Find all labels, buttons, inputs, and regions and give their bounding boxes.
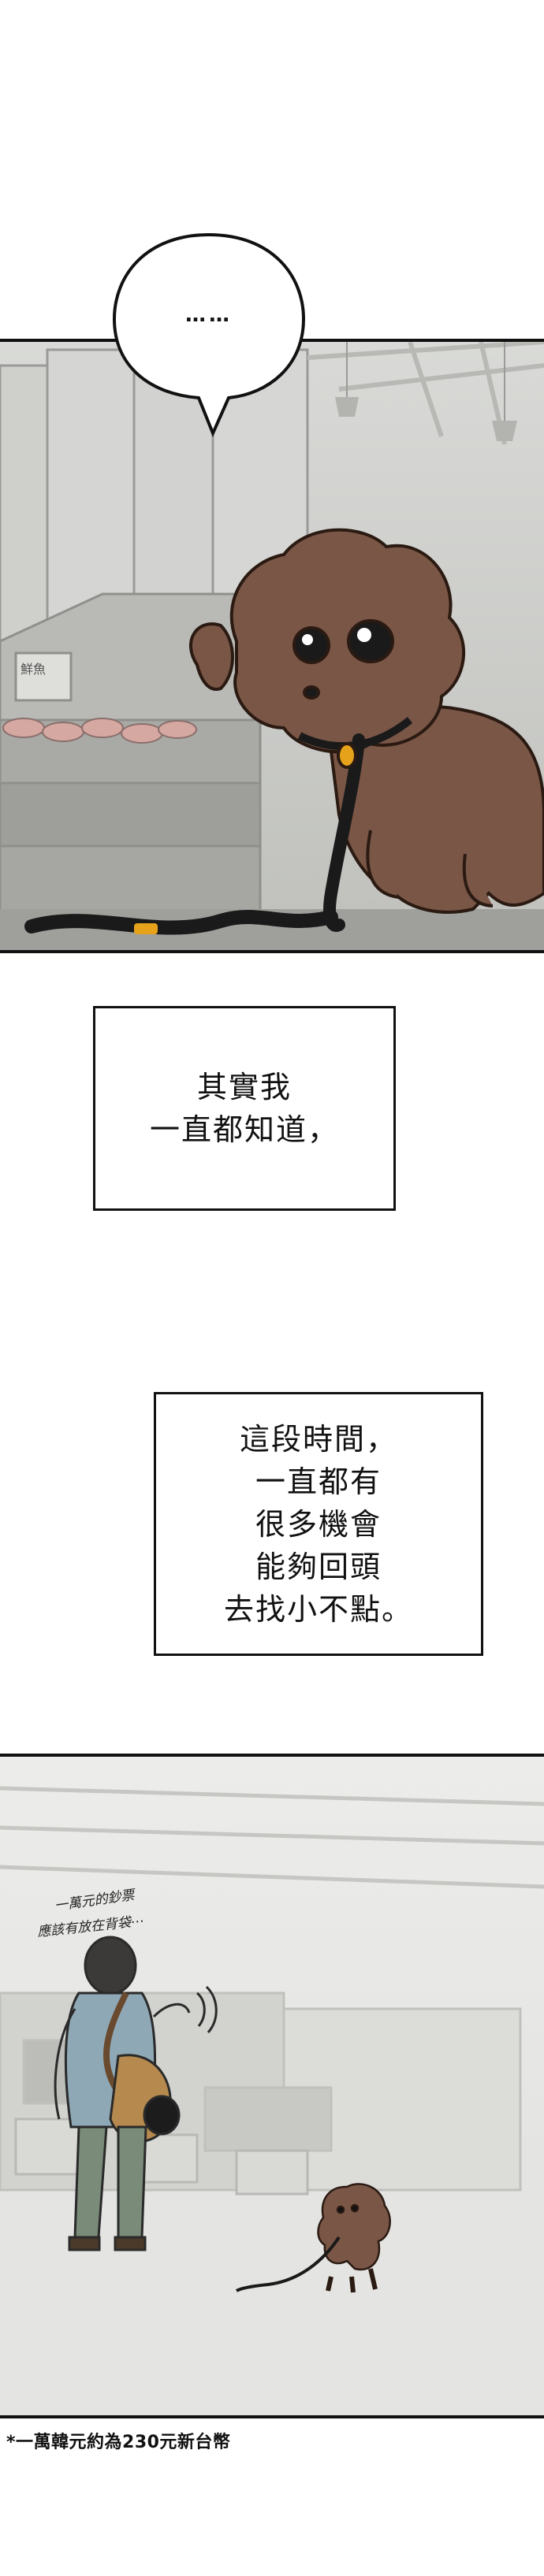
narration-line: 能夠回頭: [255, 1549, 382, 1584]
leash-clip: [134, 923, 158, 934]
speech-bubble-shape: [112, 232, 306, 438]
leash-on-floor: [24, 910, 338, 935]
market-sign-text: 鮮魚: [20, 662, 47, 677]
dog-leash: [235, 2236, 341, 2292]
panel-1-illustration: [0, 342, 544, 950]
speech-bubble: ……: [110, 228, 307, 441]
comic-panel-2: 一萬元的鈔票 應該有放在背袋⋯: [0, 1754, 544, 2418]
narration-box-2: 這段時間， 一直都有 很多機會 能夠回頭 去找小不點。: [154, 1392, 483, 1656]
narration-line: 很多機會: [255, 1506, 382, 1542]
poodle-dog: [188, 528, 544, 932]
narration-line: 這段時間，: [239, 1421, 397, 1457]
small-poodle: [317, 2183, 391, 2293]
footnote: *一萬韓元約為230元新台幣: [6, 2433, 231, 2452]
narration-line: 一直都知道，: [149, 1112, 339, 1147]
roof-structure: [0, 1786, 544, 1889]
hanging-lamp: [335, 342, 517, 441]
narration-line: 其實我: [196, 1070, 292, 1104]
person-walking-away: [54, 1936, 218, 2251]
speech-bubble-text: ……: [185, 303, 233, 327]
narration-line: 一直都有: [255, 1464, 382, 1499]
panel-2-illustration: 一萬元的鈔票 應該有放在背袋⋯: [0, 1757, 544, 2415]
narration-line: 去找小不點。: [223, 1591, 413, 1627]
comic-panel-1: [0, 339, 544, 953]
narration-box-1: 其實我 一直都知道，: [93, 1006, 396, 1211]
market-stalls: [0, 592, 262, 919]
fish-display: [2, 718, 197, 744]
